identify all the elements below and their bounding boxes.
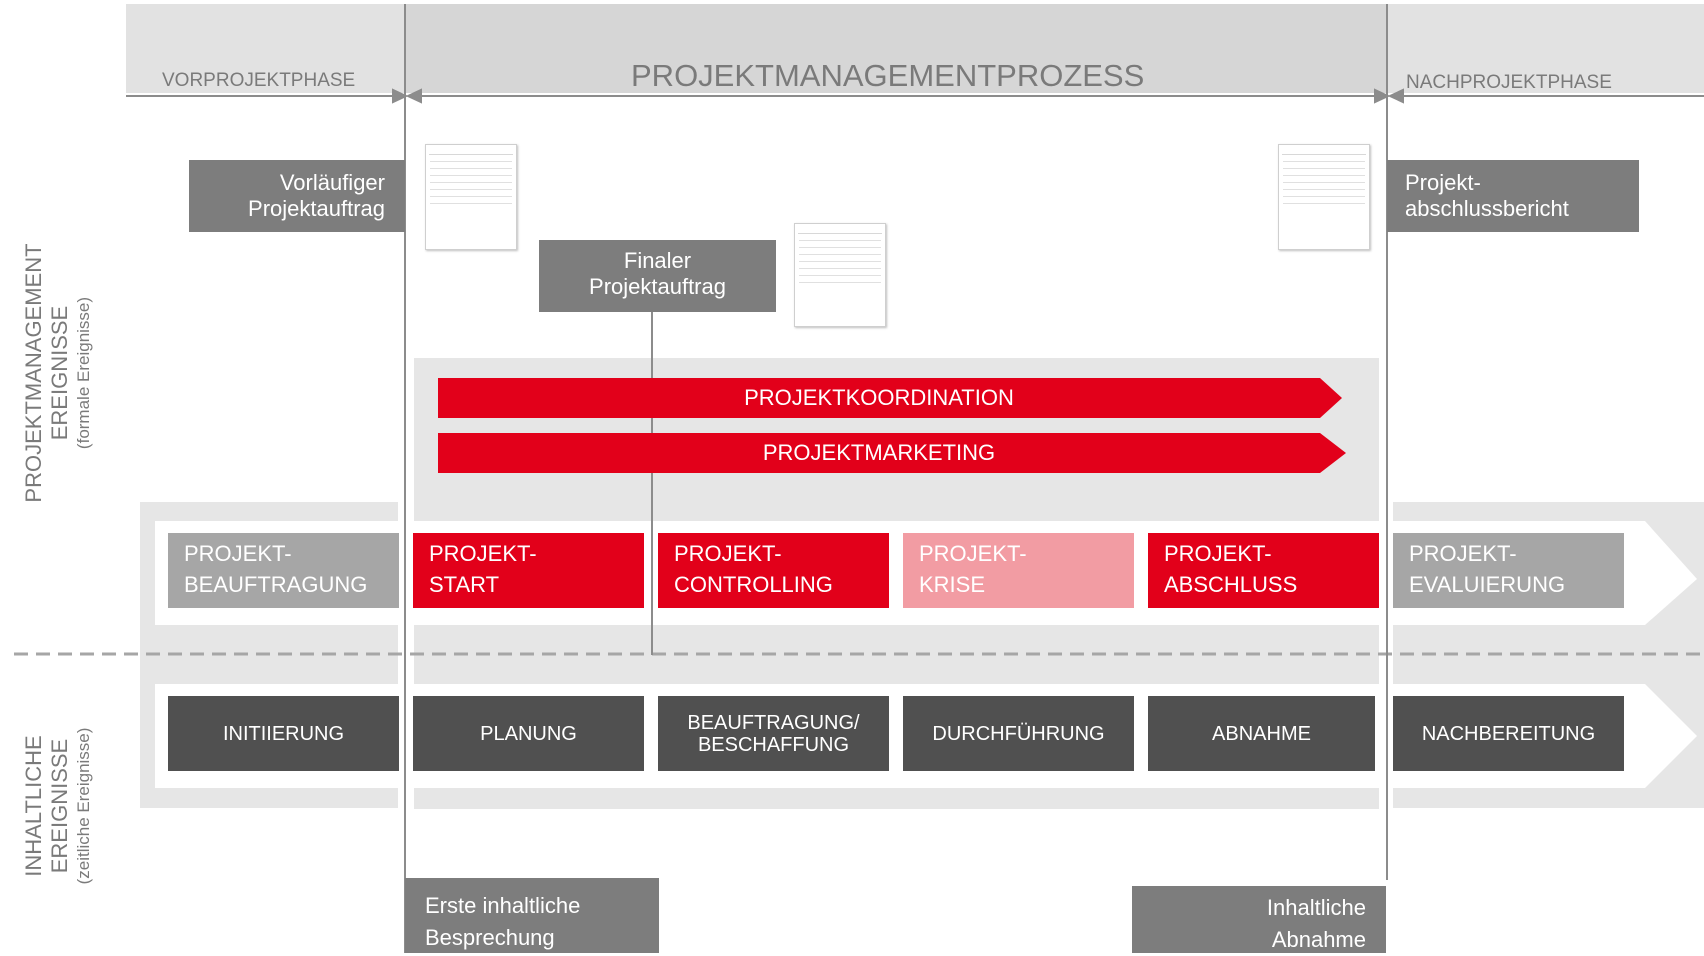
content-phase-abnahme: ABNAHME — [1148, 696, 1375, 771]
phase-arrows — [126, 88, 1704, 104]
process-projektmarketing: PROJEKTMARKETING — [762, 440, 996, 465]
pm-process-beauftragung: PROJEKT-BEAUFTRAGUNG — [168, 533, 399, 608]
milestone-preliminary-order: Vorläufiger Projektauftrag — [189, 160, 405, 232]
document-thumbnail-icon — [425, 144, 517, 250]
milestone-closing-report: Projekt- abschlussbericht — [1387, 160, 1639, 232]
content-phase-planung: PLANUNG — [413, 696, 644, 771]
pm-process-evaluierung: PROJEKT-EVALUIERUNG — [1393, 533, 1624, 608]
document-thumbnail-icon — [794, 223, 886, 327]
milestone-first-meeting: Erste inhaltliche Besprechung — [405, 878, 659, 953]
milestone-final-order: Finaler Projektauftrag — [539, 240, 776, 312]
pm-process-krise: PROJEKT-KRISE — [903, 533, 1134, 608]
document-thumbnail-icon — [1278, 144, 1370, 250]
content-phase-nachbereitung: NACHBEREITUNG — [1393, 696, 1624, 771]
content-phase-durchfuehrung: DURCHFÜHRUNG — [903, 696, 1134, 771]
pm-process-start: PROJEKT-START — [413, 533, 644, 608]
pm-process-controlling: PROJEKT-CONTROLLING — [658, 533, 889, 608]
boundary-line-left — [404, 4, 406, 953]
header-band-main — [406, 4, 1388, 93]
phase-label-pre: VORPROJEKTPHASE — [162, 70, 356, 91]
pm-process-abschluss: PROJEKT-ABSCHLUSS — [1148, 533, 1379, 608]
content-phase-initiierung: INITIIERUNG — [168, 696, 399, 771]
phase-label-post: NACHPROJEKTPHASE — [1406, 72, 1612, 93]
content-phase-beauftragung: BEAUFTRAGUNG/BESCHAFFUNG — [658, 696, 889, 771]
boundary-line-right — [1386, 4, 1388, 880]
milestone-acceptance: Inhaltliche Abnahme — [1132, 886, 1386, 953]
process-projektkoordination: PROJEKTKOORDINATION — [744, 385, 1014, 410]
final-order-connector — [651, 310, 653, 655]
phase-label-main: PROJEKTMANAGEMENTPROZESS — [631, 58, 1145, 93]
